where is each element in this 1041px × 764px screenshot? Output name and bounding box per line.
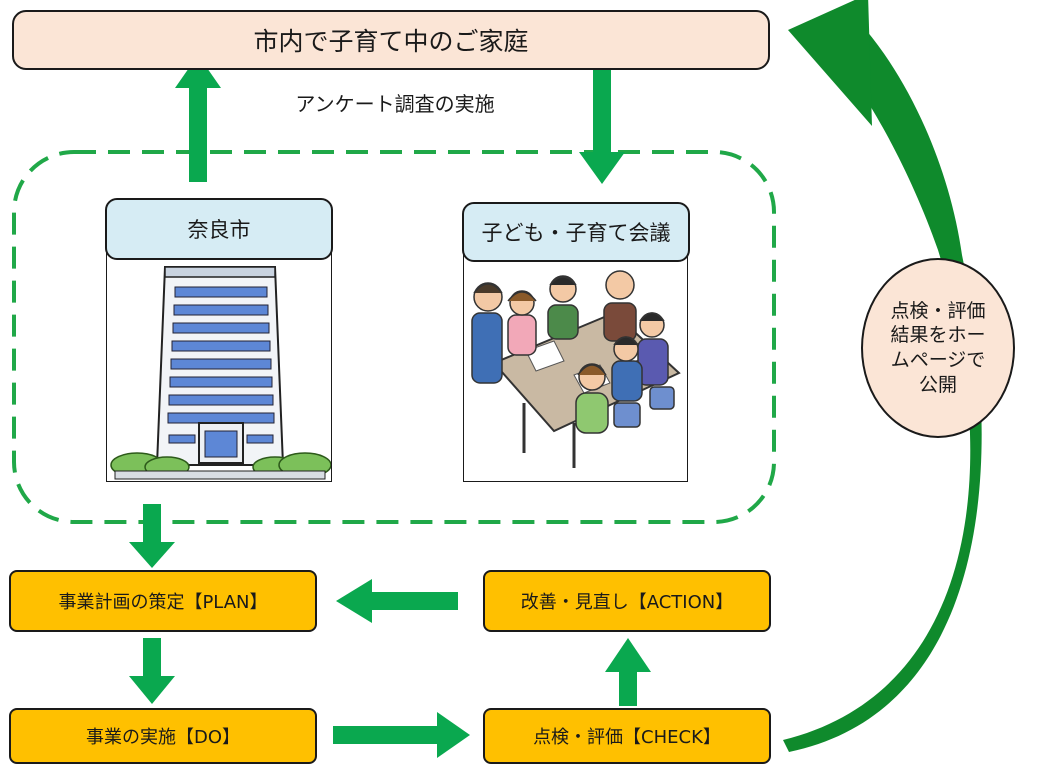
review-publish-label: 点検・評価結果をホームページで公開 — [890, 299, 986, 396]
households-label: 市内で子育て中のご家庭 — [253, 27, 529, 56]
do-step-box: 事業の実施【DO】 — [9, 708, 317, 764]
plan-step-label: 事業計画の策定【PLAN】 — [58, 592, 268, 613]
survey-label: アンケート調査の実施 — [295, 92, 495, 116]
check-step-box: 点検・評価【CHECK】 — [483, 708, 771, 764]
action-step-box: 改善・見直し【ACTION】 — [483, 570, 771, 632]
do-step-label: 事業の実施【DO】 — [85, 727, 241, 748]
council-tab: 子ども・子育て会議 — [462, 202, 690, 262]
right-arrow-check — [333, 712, 470, 758]
plan-step-box: 事業計画の策定【PLAN】 — [9, 570, 317, 632]
office-building-illustration — [106, 250, 332, 482]
left-arrow-plan — [336, 579, 458, 623]
down-arrow-do — [129, 638, 175, 704]
curved-arrow-publish — [783, 0, 982, 752]
review-publish-circle: 点検・評価結果をホームページで公開 — [861, 258, 1015, 438]
dashed-group-border — [12, 150, 776, 524]
nara-city-label: 奈良市 — [187, 218, 251, 242]
down-arrow-plan — [129, 504, 175, 568]
nara-city-tab: 奈良市 — [105, 198, 333, 260]
households-box: 市内で子育て中のご家庭 — [12, 10, 770, 70]
council-label: 子ども・子育て会議 — [481, 221, 671, 245]
down-arrow-council — [579, 58, 625, 184]
up-arrow-survey — [175, 55, 221, 182]
action-step-label: 改善・見直し【ACTION】 — [520, 592, 734, 613]
up-arrow-action — [605, 638, 651, 706]
meeting-illustration — [463, 252, 688, 482]
check-step-label: 点検・評価【CHECK】 — [533, 727, 721, 748]
